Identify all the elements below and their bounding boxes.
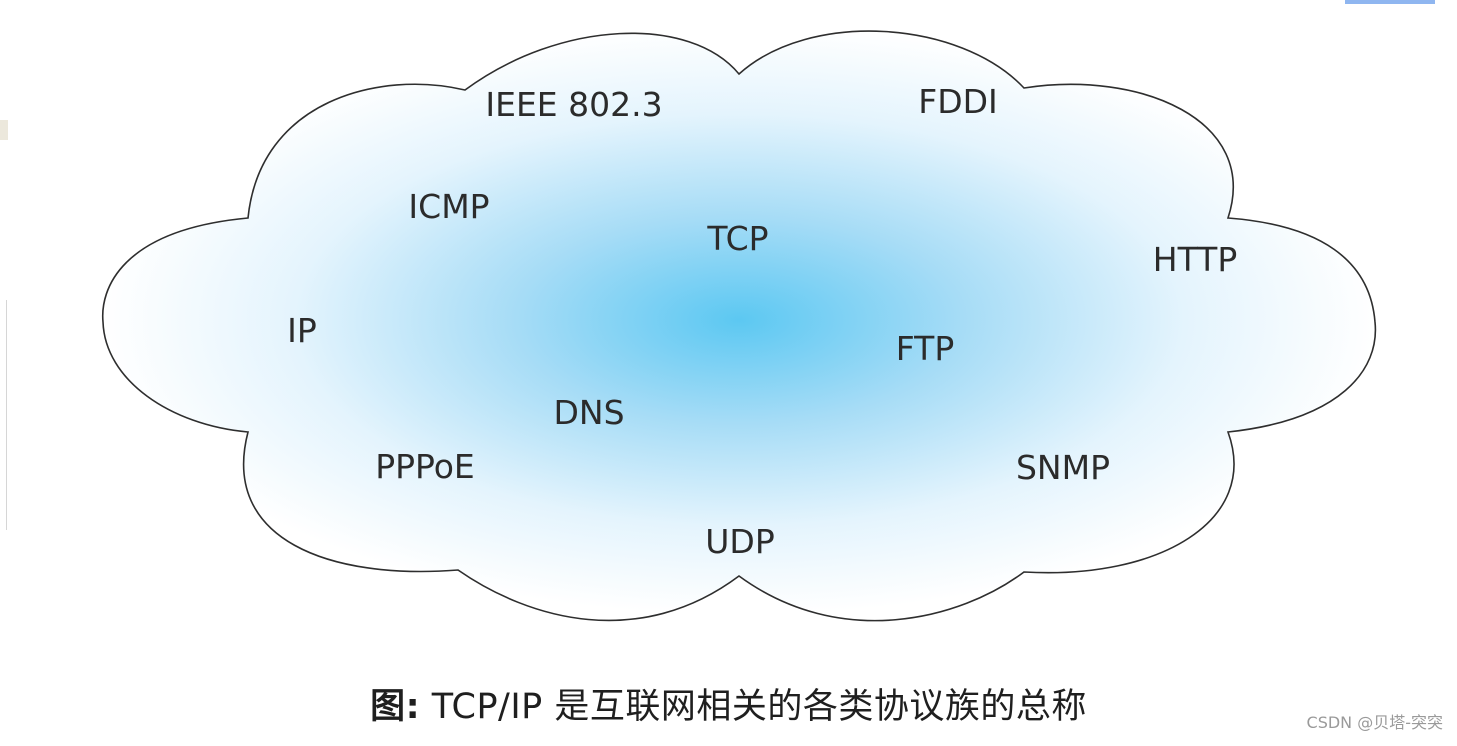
figure-caption: 图: TCP/IP 是互联网相关的各类协议族的总称 <box>0 678 1457 729</box>
protocol-tcp: TCP <box>706 219 768 258</box>
top-right-accent-bar <box>1345 0 1435 4</box>
protocol-http: HTTP <box>1153 240 1237 279</box>
protocol-fddi: FDDI <box>918 82 998 121</box>
protocol-dns: DNS <box>553 393 624 432</box>
protocol-snmp: SNMP <box>1016 448 1110 487</box>
protocol-ieee-802-3: IEEE 802.3 <box>485 85 662 124</box>
csdn-watermark: CSDN @贝塔-突突 <box>1306 713 1443 732</box>
protocol-ftp: FTP <box>896 329 954 368</box>
cloud-shape <box>101 30 1377 622</box>
protocol-pppoe: PPPoE <box>375 447 475 486</box>
protocol-labels: IEEE 802.3 FDDI ICMP TCP HTTP IP FTP DNS… <box>287 82 1237 561</box>
left-edge-fragment <box>0 120 8 140</box>
protocol-icmp: ICMP <box>408 187 489 226</box>
protocol-udp: UDP <box>705 522 774 561</box>
left-edge-divider <box>0 300 7 530</box>
caption-prefix: 图: <box>370 687 421 727</box>
caption-body: TCP/IP 是互联网相关的各类协议族的总称 <box>420 687 1087 727</box>
protocol-ip: IP <box>287 311 317 350</box>
